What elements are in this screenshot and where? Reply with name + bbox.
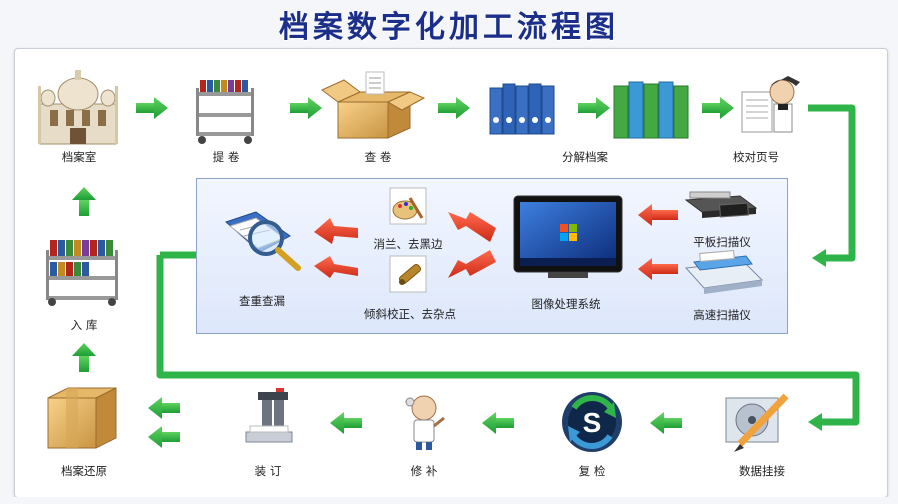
connector-bottom-right-arrowhead [808,413,822,431]
arrow-highspeed-to-system [638,258,678,280]
label-repair: 修 补 [410,464,438,478]
arrow-system-to-despeckle [448,212,496,242]
closed-box-icon [47,387,117,449]
label-check: 查 卷 [364,150,392,164]
arrow-check-to-split [438,97,470,119]
label-flatbed-scanner: 平板扫描仪 [693,235,751,249]
green-binders-icon [613,81,689,139]
arrow-split-to-split2 [578,97,610,119]
arrow-retrieve-to-check [290,97,322,119]
high-speed-scanner-icon [684,249,764,294]
arrow-recheck-to-repair [482,412,514,434]
arrow-mount-to-recheck [650,412,682,434]
label-split-archives: 分解档案 [562,150,608,164]
palette-brush-icon [389,187,427,225]
archive-building-icon [38,70,118,145]
arrow-system-to-deskew [448,250,496,278]
connector-bottom-right [156,255,860,426]
recheck-cycle-icon: S [562,392,622,452]
arrow-flatbed-to-system [638,204,678,226]
data-mount-icon [725,393,789,452]
label-deskew: 倾斜校正、去杂点 [364,307,456,321]
label-return: 档案还原 [61,464,107,478]
arrow-return-to-warehouse [72,343,96,372]
label-image-system: 图像处理系统 [531,297,601,311]
warehouse-cart-icon [46,240,118,306]
arrow-deskew-to-dedupe [314,256,358,278]
arrow-warehouse-to-archive [72,187,96,216]
label-highspeed-scanner: 高速扫描仪 [693,308,751,322]
label-dedupe-check: 查重查漏 [239,294,285,308]
telescope-icon [389,255,427,293]
label-page-numbers: 校对页号 [733,150,779,164]
magnifier-document-icon [225,211,301,271]
doctor-figure-icon [405,395,445,450]
arrow-binding-to-return [148,397,180,448]
binding-machine-icon [245,388,293,443]
label-recheck: 复 检 [578,464,606,478]
label-archive-room: 档案室 [61,150,97,164]
arrow-despeckle-to-dedupe [314,218,358,244]
label-data-mount: 数据挂接 [739,464,785,478]
blue-binders-icon [489,83,555,135]
monitor-icon [513,195,623,278]
page-title: 档案数字化加工流程图 [279,10,619,45]
footer-strip [0,497,898,504]
connector-top-right-arrowhead [812,249,826,267]
label-despeckle: 消兰、去黑边 [373,237,443,251]
proofreader-icon [741,76,800,133]
arrow-split-to-pages [702,97,734,119]
label-retrieve: 提 卷 [212,150,240,164]
open-box-icon [321,71,426,139]
label-warehouse: 入 库 [70,318,98,332]
connector-top-right [808,104,856,262]
arrow-repair-to-binding [330,412,362,434]
book-cart-icon [196,80,254,144]
svg-text:S: S [583,407,602,438]
flatbed-scanner-icon [684,191,758,218]
label-binding: 装 订 [254,464,282,478]
arrow-archive-to-retrieve [136,97,168,119]
